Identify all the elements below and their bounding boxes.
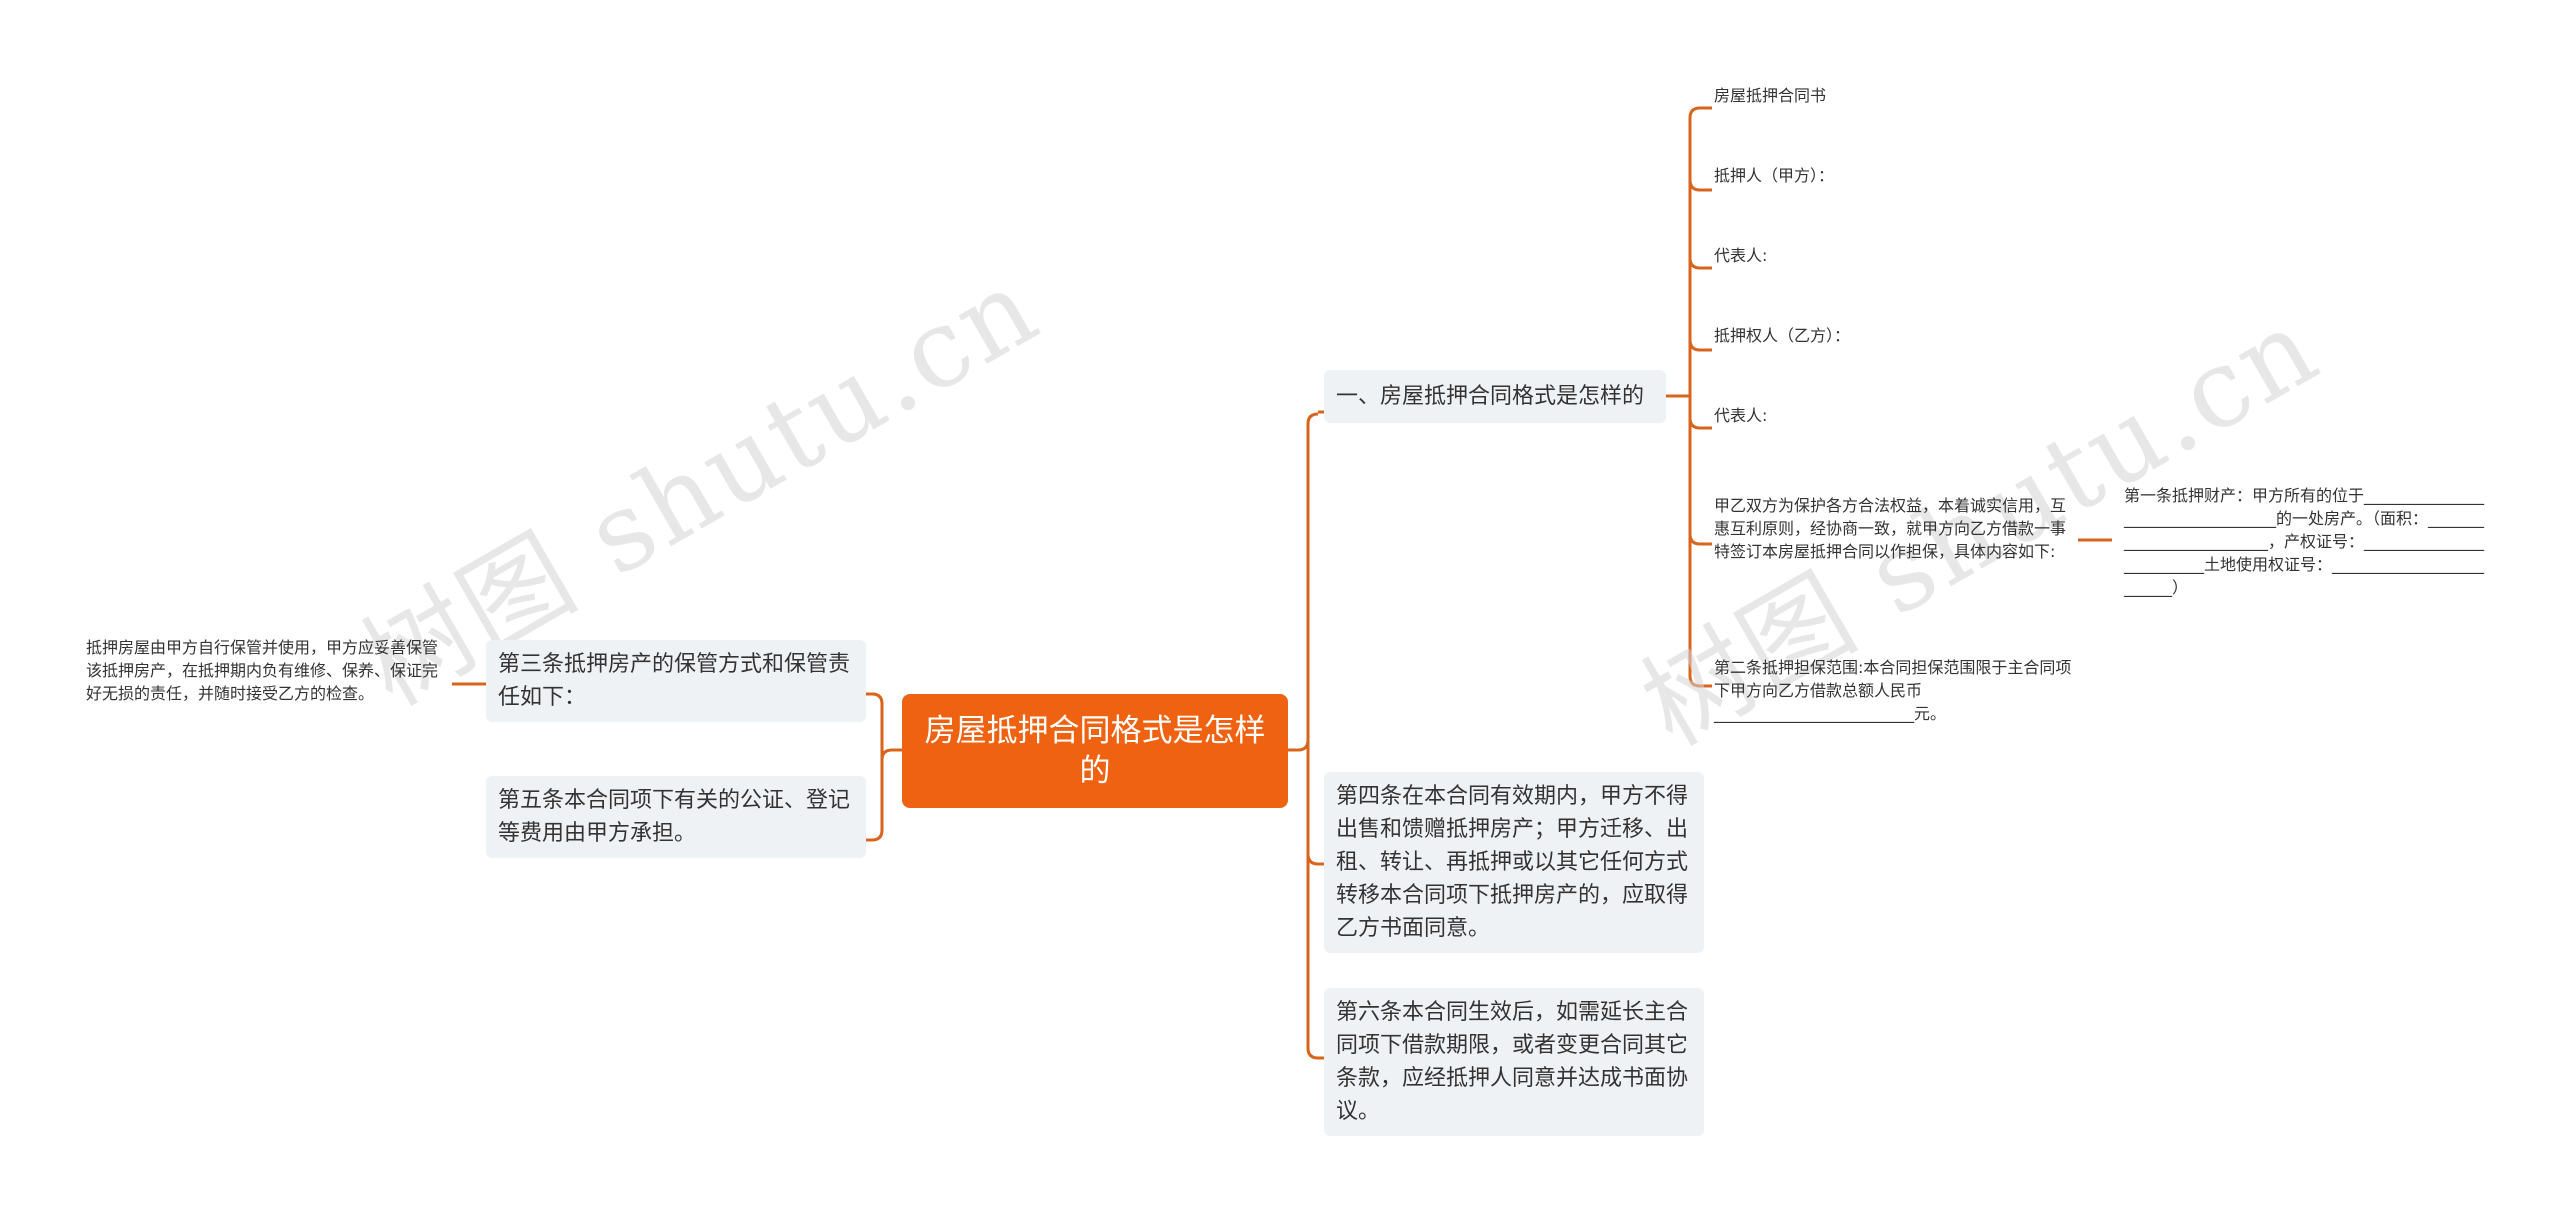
child-representative-a[interactable]: 代表人: bbox=[1714, 244, 2074, 267]
child-title[interactable]: 房屋抵押合同书 bbox=[1714, 84, 2074, 107]
child-representative-b[interactable]: 代表人: bbox=[1714, 404, 2074, 427]
leaf-label: 抵押权人（乙方）： bbox=[1714, 326, 1851, 345]
grandchild-property[interactable]: 第一条抵押财产：甲方所有的位于_________________________… bbox=[2124, 484, 2488, 599]
child-guarantee-scope[interactable]: 第二条抵押担保范围:本合同担保范围限于主合同项下甲方向乙方借款总额人民币____… bbox=[1714, 656, 2078, 725]
child-mortgagor[interactable]: 抵押人（甲方）： bbox=[1714, 164, 2074, 187]
leaf-label: 抵押房屋由甲方自行保管并使用，甲方应妥善保管该抵押房产，在抵押期内负有维修、保养… bbox=[86, 638, 439, 703]
root-node[interactable]: 房屋抵押合同格式是怎样的 bbox=[902, 694, 1288, 808]
branch-label: 一、房屋抵押合同格式是怎样的 bbox=[1336, 384, 1645, 409]
leaf-label: 房屋抵押合同书 bbox=[1714, 86, 1827, 105]
leaf-label: 代表人: bbox=[1714, 406, 1768, 425]
leaf-label: 抵押人（甲方）： bbox=[1714, 166, 1835, 185]
branch-label: 第三条抵押房产的保管方式和保管责任如下： bbox=[498, 652, 851, 710]
branch-label: 第六条本合同生效后，如需延长主合同项下借款期限，或者变更合同其它条款，应经抵押人… bbox=[1336, 1000, 1689, 1124]
child-preamble[interactable]: 甲乙双方为保护各方合法权益，本着诚实信用，互惠互利原则，经协商一致，就甲方向乙方… bbox=[1714, 494, 2078, 563]
leaf-label: 甲乙双方为保护各方合法权益，本着诚实信用，互惠互利原则，经协商一致，就甲方向乙方… bbox=[1714, 496, 2067, 561]
leaf-label: 第一条抵押财产：甲方所有的位于_________________________… bbox=[2124, 486, 2485, 597]
right-branch-4[interactable]: 第四条在本合同有效期内，甲方不得出售和馈赠抵押房产；甲方迁移、出租、转让、再抵押… bbox=[1324, 772, 1704, 953]
leaf-label: 代表人: bbox=[1714, 246, 1768, 265]
branch-label: 第五条本合同项下有关的公证、登记等费用由甲方承担。 bbox=[498, 788, 851, 846]
child-mortgagee[interactable]: 抵押权人（乙方）： bbox=[1714, 324, 2074, 347]
right-branch-1[interactable]: 一、房屋抵押合同格式是怎样的 bbox=[1324, 370, 1666, 423]
left-detail[interactable]: 抵押房屋由甲方自行保管并使用，甲方应妥善保管该抵押房产，在抵押期内负有维修、保养… bbox=[86, 636, 450, 705]
root-label: 房屋抵押合同格式是怎样的 bbox=[924, 713, 1266, 789]
leaf-label: 第二条抵押担保范围:本合同担保范围限于主合同项下甲方向乙方借款总额人民币____… bbox=[1714, 658, 2072, 723]
branch-label: 第四条在本合同有效期内，甲方不得出售和馈赠抵押房产；甲方迁移、出租、转让、再抵押… bbox=[1336, 784, 1689, 941]
left-branch-5[interactable]: 第五条本合同项下有关的公证、登记等费用由甲方承担。 bbox=[486, 776, 866, 858]
right-branch-6[interactable]: 第六条本合同生效后，如需延长主合同项下借款期限，或者变更合同其它条款，应经抵押人… bbox=[1324, 988, 1704, 1136]
left-branch-3[interactable]: 第三条抵押房产的保管方式和保管责任如下： bbox=[486, 640, 866, 722]
